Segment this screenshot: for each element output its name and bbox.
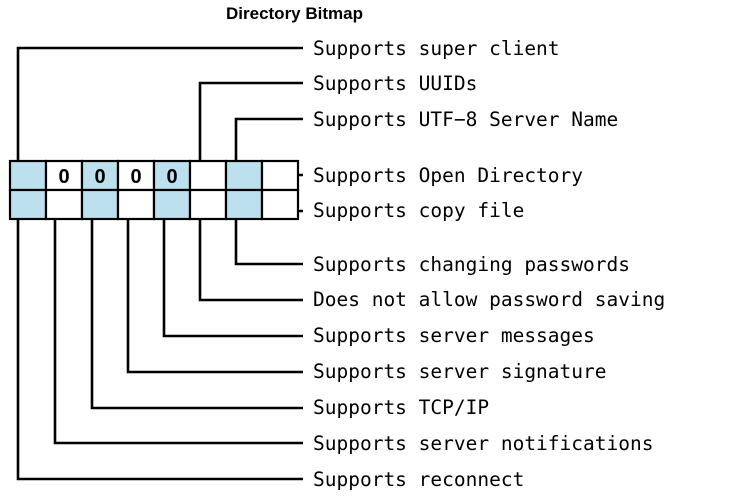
bitmap-cells: 0 0 0 0 (8, 159, 300, 221)
bitmap-cell-7-row-0[interactable] (260, 159, 300, 192)
bitmap-cell-5-row-0[interactable] (188, 159, 228, 192)
bitmap-cell-3-row-1[interactable] (116, 188, 156, 221)
label-uuids: Supports UUIDs (313, 72, 477, 95)
bitmap-cell-5-row-1[interactable] (188, 188, 228, 221)
label-server-notifications: Supports server notifications (313, 432, 653, 455)
label-server-messages: Supports server messages (313, 324, 595, 347)
leader-line-server-notifications (53, 219, 303, 445)
bitmap-cell-digit-1: 0 (58, 166, 69, 188)
bitmap-cell-1-row-0[interactable] (44, 159, 84, 192)
leader-line-changing-passwords (234, 219, 303, 266)
label-copy-file: Supports copy file (313, 199, 524, 222)
bitmap-cell-3-row-0[interactable] (116, 159, 156, 192)
bitmap-cell-digit-4: 0 (166, 166, 177, 188)
bitmap-cell-2-row-0[interactable] (80, 159, 120, 192)
label-changing-passwords: Supports changing passwords (313, 253, 630, 276)
bitmap-cell-6-row-0[interactable] (224, 159, 264, 192)
bitmap-cell-7-row-1[interactable] (260, 188, 300, 221)
label-tcp-ip: Supports TCP/IP (313, 396, 489, 419)
bitmap-cell-4-row-1[interactable] (152, 188, 192, 221)
leader-line-reconnect (16, 219, 303, 481)
leader-line-no-password-saving (198, 219, 303, 302)
bitmap-cell-1-row-1[interactable] (44, 188, 84, 221)
label-super-client: Supports super client (313, 37, 560, 60)
page-title: Directory Bitmap (226, 4, 363, 23)
bitmap-cell-digit-3: 0 (130, 166, 141, 188)
label-open-directory: Supports Open Directory (313, 164, 583, 187)
label-server-signature: Supports server signature (313, 360, 607, 383)
bitmap-cell-6-row-1[interactable] (224, 188, 264, 221)
leader-line-tcp-ip (90, 219, 303, 410)
label-utf8-server-name: Supports UTF−8 Server Name (313, 108, 618, 131)
leader-line-utf8-server-name (234, 117, 303, 161)
leader-line-super-client (16, 46, 303, 161)
label-reconnect: Supports reconnect (313, 468, 524, 491)
leader-lines (16, 46, 303, 481)
leader-line-server-signature (126, 219, 303, 374)
leader-line-server-messages (162, 219, 303, 338)
bitmap-cell-0-row-0[interactable] (8, 159, 48, 192)
leader-line-uuids (198, 81, 303, 161)
bitmap-cell-digit-2: 0 (94, 166, 105, 188)
bitmap-cell-2-row-1[interactable] (80, 188, 120, 221)
label-no-password-saving: Does not allow password saving (313, 288, 665, 311)
bitmap-cell-0-row-1[interactable] (8, 188, 48, 221)
